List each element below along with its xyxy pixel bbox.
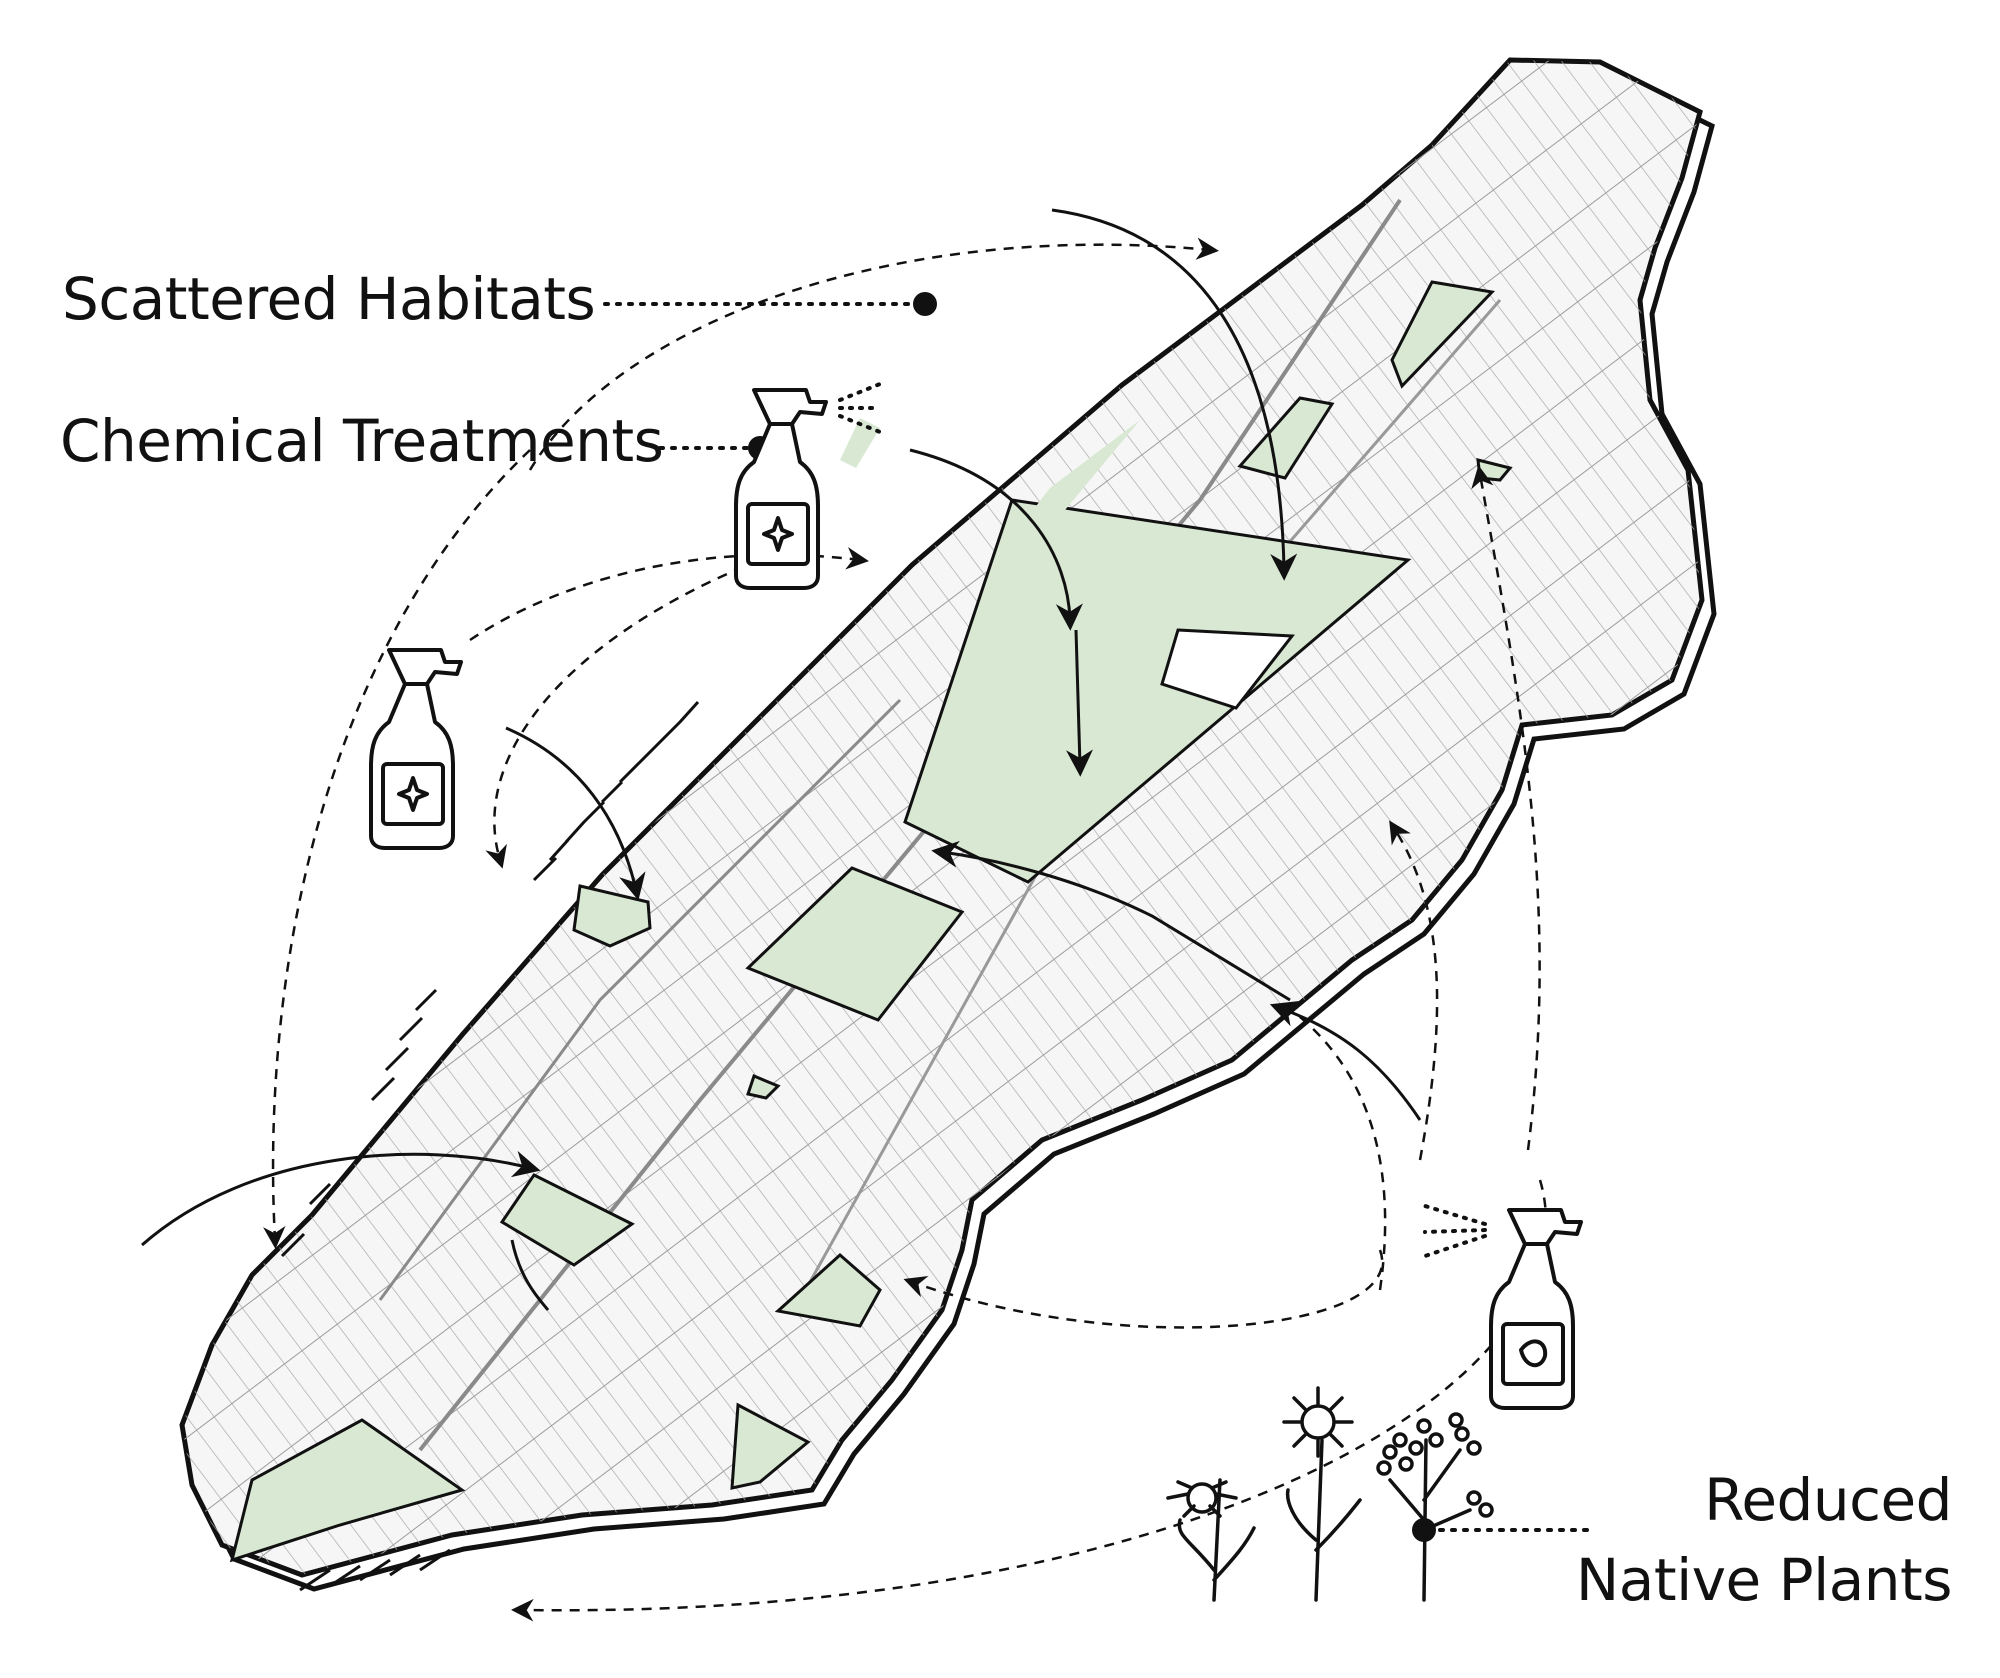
reduced-native-plants-line1: Reduced <box>1704 1466 1952 1534</box>
native-flowers-icon <box>1166 1386 1494 1602</box>
solid-arrows <box>141 208 1422 1311</box>
small-garden <box>746 1073 781 1100</box>
square-park <box>499 1173 635 1267</box>
scattered-habitats-label: Scattered Habitats <box>62 265 596 333</box>
spray-bottle-icon <box>369 648 463 850</box>
central-park <box>903 498 1412 884</box>
riverside-park-west <box>1010 420 1140 540</box>
parks <box>229 280 1513 1563</box>
piers <box>280 700 700 1592</box>
riverside-strip <box>840 418 880 468</box>
leader-lines <box>603 302 1597 1532</box>
spray-bottle-icon <box>734 382 882 590</box>
museum-park <box>745 866 965 1022</box>
spray-bottle-icon <box>1423 1204 1583 1410</box>
reduced-native-plants-line2: Native Plants <box>1575 1546 1953 1614</box>
lower-east-park <box>730 1402 811 1490</box>
morningside-park <box>1237 396 1335 480</box>
reduced-native-plants-label: Reduced Native Plants <box>1492 1460 1953 1620</box>
reservoir <box>1160 628 1295 710</box>
madison-park <box>774 1252 882 1328</box>
inwood-park <box>1390 280 1496 389</box>
scattered-habitats-dot <box>913 292 937 316</box>
island-shadow <box>191 71 1717 1592</box>
battery-park <box>229 1418 466 1563</box>
chemical-treatments-label: Chemical Treatments <box>60 407 664 475</box>
